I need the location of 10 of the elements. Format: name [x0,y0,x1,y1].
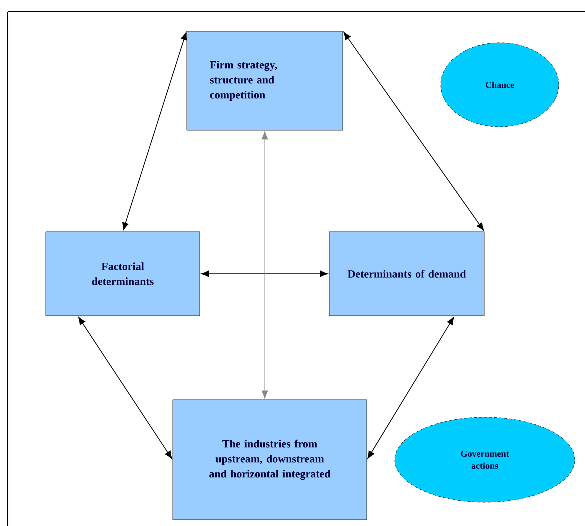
process-box: Factorial determinants [46,232,200,316]
process-box: Determinants of demand [329,232,485,316]
arrow [122,32,188,231]
arrow [368,317,454,460]
process-box: Firm strategy, structure and competition [186,31,344,131]
arrow [201,270,328,278]
arrow [344,32,484,231]
process-box: The industries from upstream, downstream and horizontal integrated [172,400,368,520]
arrow [78,317,172,460]
arrow [262,131,268,400]
